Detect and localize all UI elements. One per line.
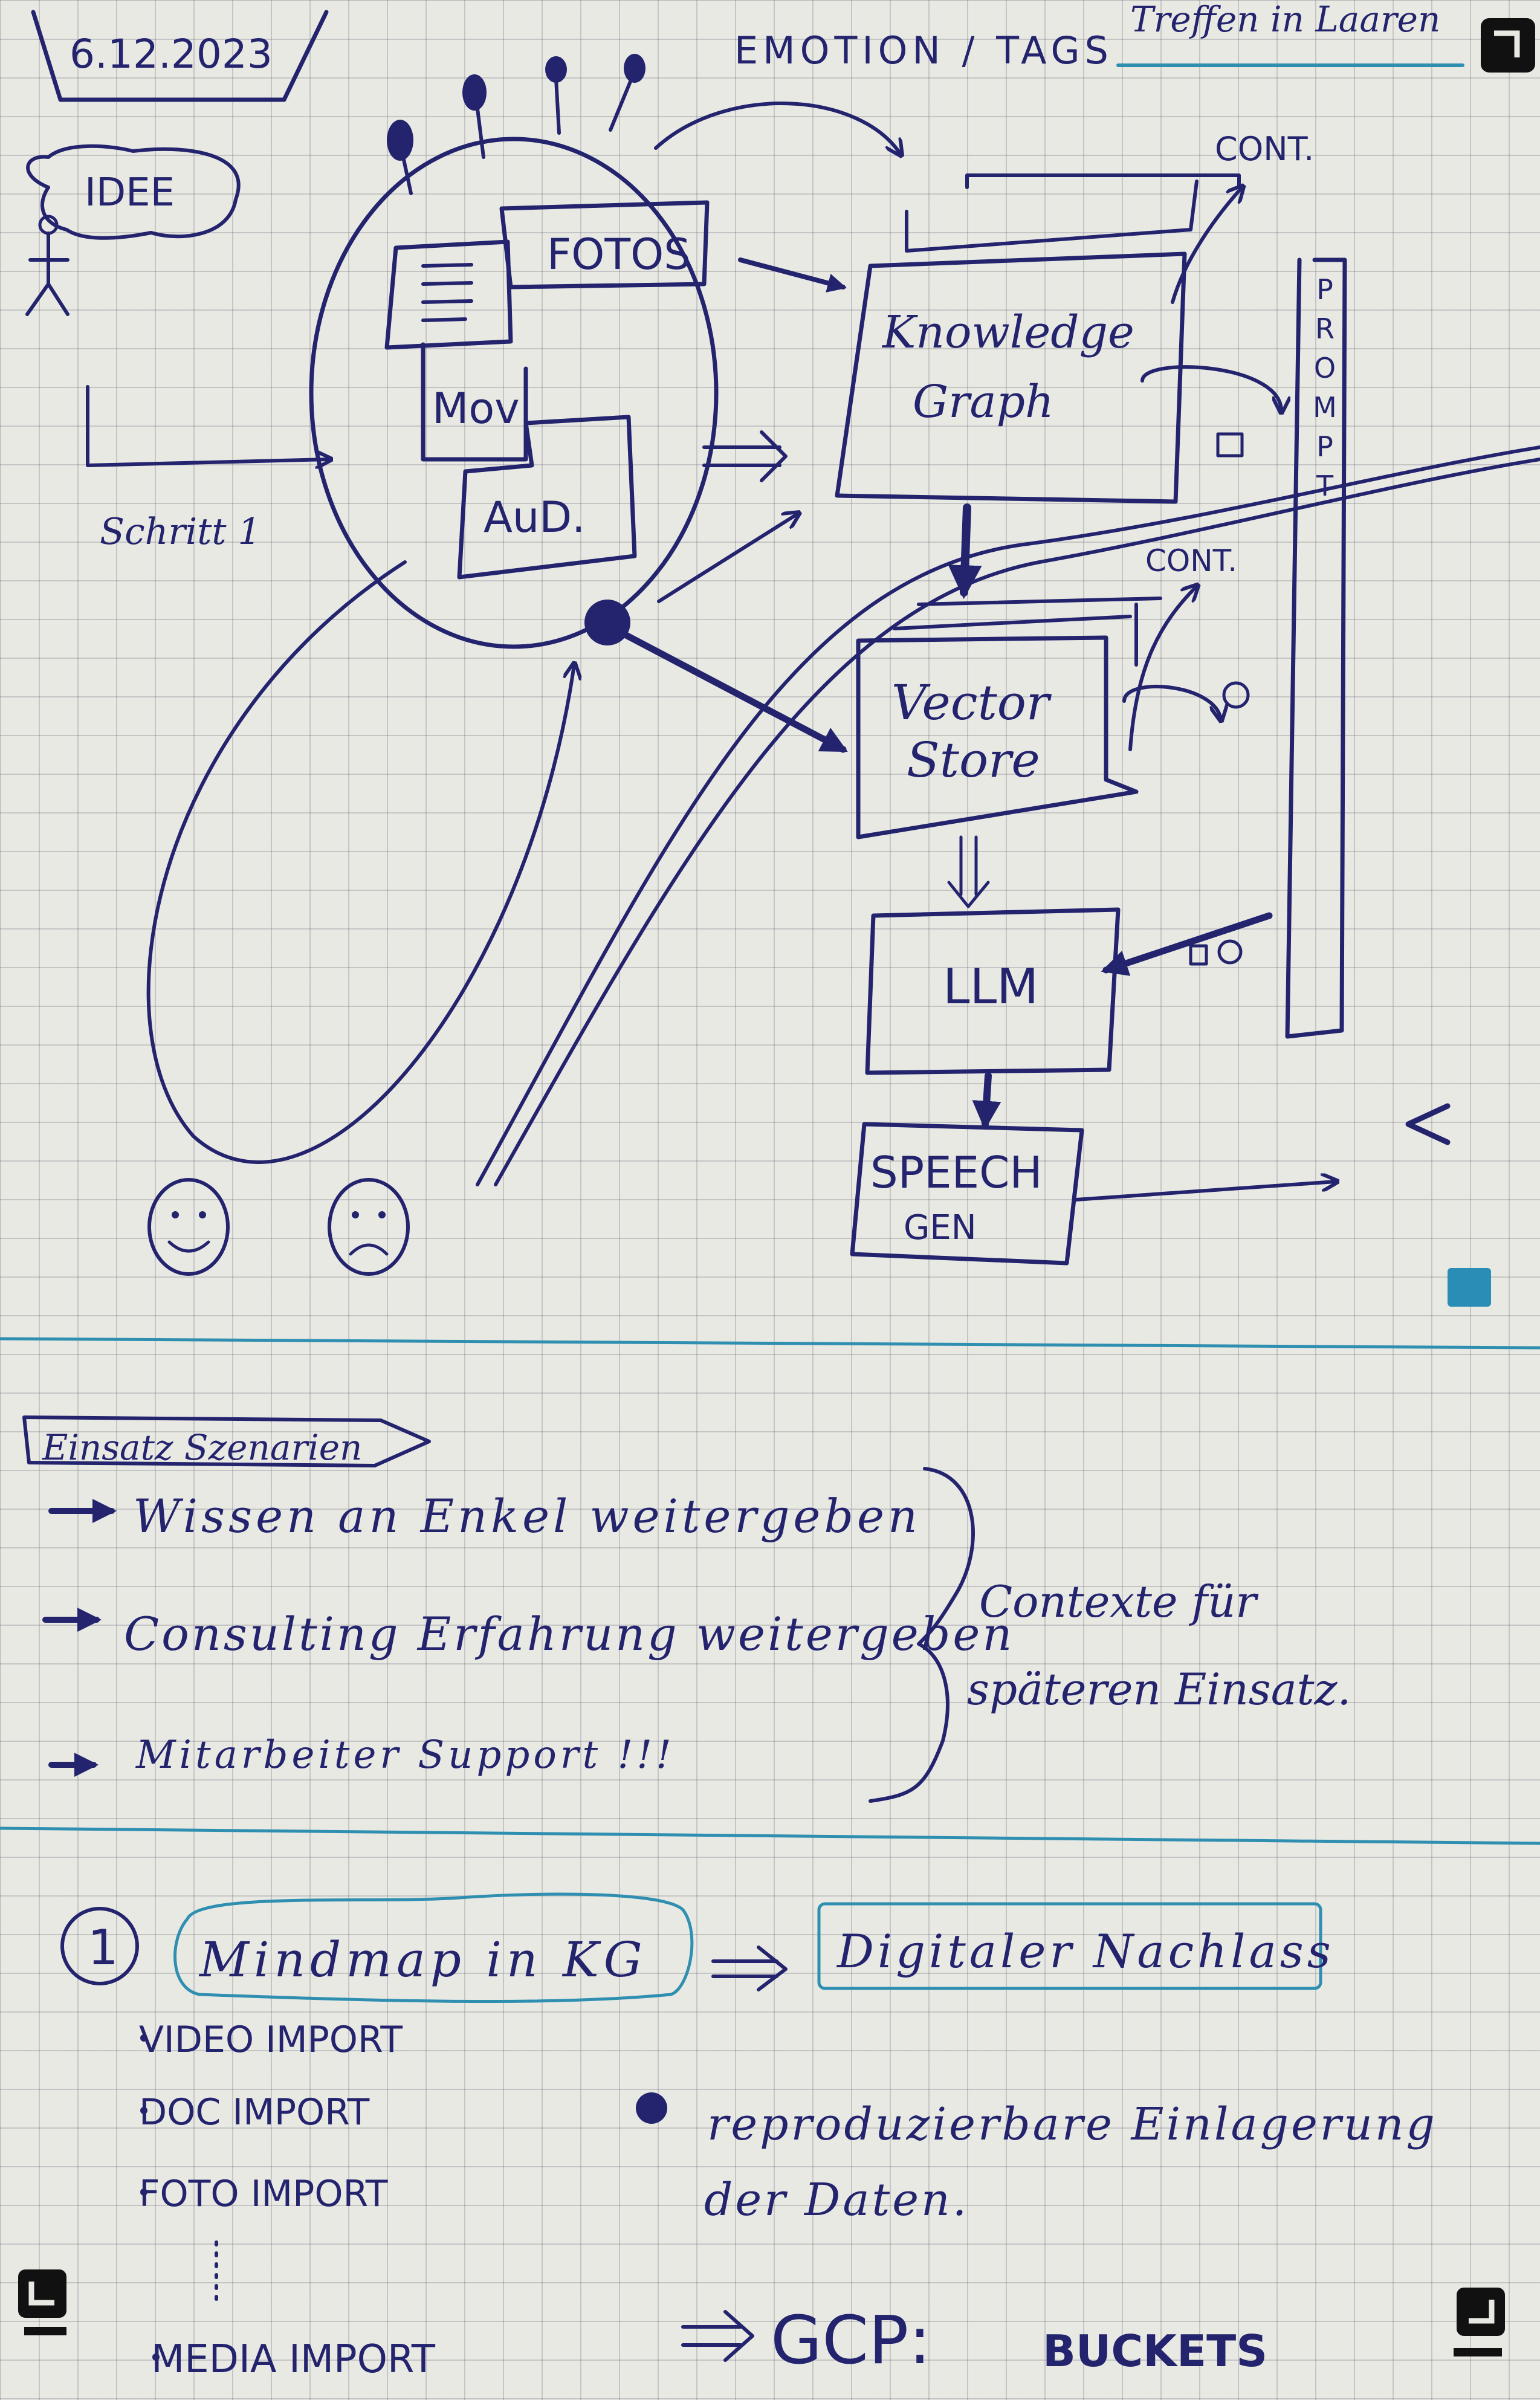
section-divider — [0, 1826, 1540, 1845]
aud-box: AuD. — [457, 415, 637, 580]
stick-figure-icon — [25, 215, 70, 316]
fotos-box: FOTOS — [499, 200, 710, 289]
gcp-label: GCP: — [771, 2301, 931, 2379]
double-arrow-down — [947, 835, 990, 908]
mov-label: Mov — [432, 384, 520, 433]
llm-label: LLM — [943, 959, 1038, 1015]
square-icon — [1216, 432, 1244, 458]
note-line1: reproduzierbare Einlagerung — [707, 2098, 1437, 2150]
arrow-to-kg — [738, 257, 847, 293]
section-divider — [0, 1337, 1540, 1350]
cyan-marker — [1448, 1268, 1491, 1307]
plan-section: 1 Mindmap in KG Digitaler Nachlass VIDEO… — [60, 1892, 1437, 2382]
arrow-diagonal — [657, 514, 798, 603]
sweep-curve-1 — [476, 445, 1540, 1186]
corner-note-text: Treffen in Laaren — [1130, 0, 1440, 40]
arrow-to-vector — [610, 625, 848, 753]
vector-store-box: Vector Store CONT. — [856, 543, 1250, 839]
scenario-item: Wissen an Enkel weitergeben — [133, 1489, 921, 1543]
brace-note-line2: späteren Einsatz. — [967, 1664, 1351, 1715]
mindmap-text: Mindmap in KG — [198, 1932, 647, 1988]
sweep-curve-2 — [494, 458, 1540, 1186]
scenarios-section: Einsatz Szenarien Wissen an Enkel weiter… — [22, 1415, 1351, 1803]
speech-gen-box: SPEECH GEN — [850, 1122, 1336, 1266]
implies-arrow — [681, 2310, 754, 2362]
speech-line2: GEN — [904, 1208, 977, 1247]
result-box — [817, 1902, 1322, 1990]
corner-tab-icon — [18, 2269, 66, 2335]
feedback-loop — [146, 560, 574, 1164]
prompt-bar: P R O M P T — [1285, 257, 1347, 1039]
media-circle: FOTOS Mov AuD. — [309, 54, 719, 649]
document-icon — [384, 239, 513, 350]
scenario-item: Consulting Erfahrung weitergeben — [124, 1607, 1014, 1661]
cont-top-label: CONT. — [1215, 130, 1314, 168]
dot-marker — [584, 600, 630, 645]
square-icon — [1189, 944, 1208, 966]
scenarios-title: Einsatz Szenarien — [42, 1427, 362, 1468]
prompt-letter: O — [1314, 352, 1336, 384]
step-arrow: Schritt 1 — [86, 385, 329, 553]
idea-bubble-text: IDEE — [85, 170, 175, 215]
kg-line2: Graph — [913, 376, 1054, 428]
pin-icon — [387, 54, 645, 195]
arrow-llm-to-speech — [972, 1072, 1001, 1130]
chevron-left-icon — [1405, 1103, 1451, 1145]
emotion-tags: EMOTION / TAGS — [654, 28, 1113, 154]
double-arrow — [702, 430, 788, 482]
import-item: FOTO IMPORT — [139, 2173, 388, 2215]
corner-tab-icon — [1481, 18, 1535, 73]
emotion-tags-label: EMOTION / TAGS — [734, 28, 1113, 73]
vs-line1: Vector — [891, 674, 1052, 731]
kg-line1: Knowledge — [881, 306, 1134, 358]
prompt-letter: P — [1316, 430, 1333, 463]
cont-mid-label: CONT. — [1145, 543, 1237, 578]
import-item: VIDEO IMPORT — [139, 2019, 403, 2061]
step-number: 1 — [88, 1920, 118, 1976]
prompt-letter: T — [1316, 470, 1334, 502]
step-label: Schritt 1 — [100, 511, 261, 553]
note-line2: der Daten. — [704, 2174, 969, 2226]
llm-box: LLM — [865, 907, 1273, 1075]
step-number-circle — [60, 1907, 139, 1985]
implies-arrow — [711, 1946, 788, 1991]
date-text: 6.12.2023 — [70, 31, 273, 77]
import-item: MEDIA IMPORT — [151, 2337, 436, 2382]
knowledge-graph-box: Knowledge Graph CONT. — [835, 130, 1314, 504]
import-item: DOC IMPORT — [139, 2091, 370, 2133]
prompt-letter: M — [1313, 391, 1337, 424]
date-stamp: 6.12.2023 — [31, 10, 329, 102]
prompt-letter: P — [1316, 273, 1333, 306]
arrow-kg-to-vector — [948, 503, 982, 600]
mov-box: Mov — [421, 342, 528, 462]
aud-label: AuD. — [484, 493, 585, 542]
happy-face-icon — [147, 1178, 230, 1276]
sad-face-icon — [328, 1178, 410, 1276]
speech-line1: SPEECH — [870, 1147, 1043, 1198]
circle-icon — [1217, 939, 1243, 965]
curly-brace — [869, 1467, 975, 1803]
bullet-dot — [152, 2353, 160, 2361]
result-text: Digitaler Nachlass — [836, 1924, 1335, 1978]
bullet-dot — [140, 2188, 147, 2196]
scenario-item: Mitarbeiter Support !!! — [135, 1733, 675, 1777]
bullet-dot — [636, 2092, 667, 2124]
circle-icon — [1222, 681, 1250, 709]
mindmap-cloud — [173, 1892, 694, 2004]
fotos-label: FOTOS — [547, 230, 691, 279]
vs-line2: Store — [907, 732, 1040, 788]
bullet-dot — [140, 2107, 147, 2114]
prompt-letter: R — [1315, 312, 1335, 345]
idea-bubble: IDEE — [26, 144, 241, 240]
buckets-label: BUCKETS — [1043, 2326, 1267, 2376]
corner-tab-icon — [1454, 2288, 1505, 2356]
corner-note: Treffen in Laaren — [1116, 0, 1464, 67]
bullet-dot — [140, 2034, 147, 2042]
brace-note-line1: Contexte für — [979, 1576, 1258, 1627]
